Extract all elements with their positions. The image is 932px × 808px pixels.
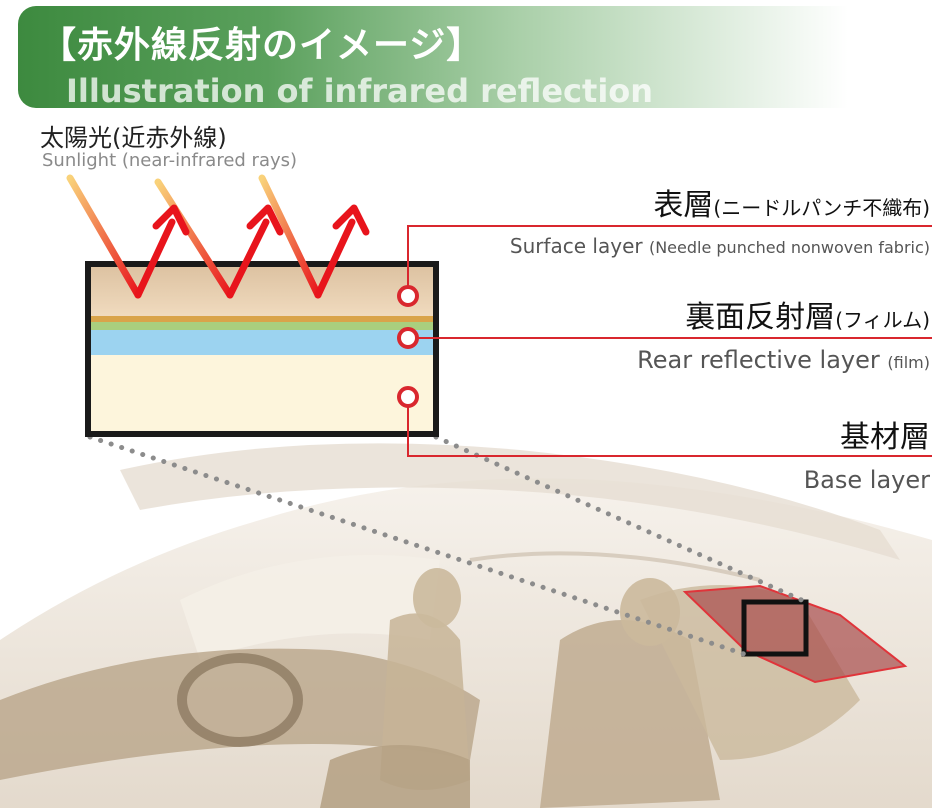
surface-layer-label-en: Surface layer (Needle punched nonwoven f… <box>509 234 930 258</box>
base-layer-label-jp: 基材層 <box>840 420 930 455</box>
surface-transition-band <box>88 316 436 323</box>
base-layer-marker <box>397 386 419 408</box>
zoom-lines <box>87 434 809 657</box>
reflective-layer-label-jp: 裏面反射層(フィルム) <box>685 300 930 335</box>
leader-lines <box>407 225 932 457</box>
title-japanese: 【赤外線反射のイメージ】 <box>40 25 484 66</box>
sunlight-label-en: Sunlight (near-infrared rays) <box>42 150 298 171</box>
zoom-focus-box <box>741 599 809 657</box>
surface-layer-marker <box>397 285 419 307</box>
sunlight-label-jp: 太陽光(近赤外線) <box>40 124 227 152</box>
reflective-layer-band <box>88 330 436 355</box>
surface-green-band <box>88 322 436 330</box>
reflective-layer-label-en: Rear reflective layer (film) <box>637 346 930 374</box>
reflective-layer-marker <box>397 327 419 349</box>
title-english: Illustration of infrared reflection <box>66 72 654 110</box>
title-banner: 【赤外線反射のイメージ】 Illustration of infrared re… <box>18 6 848 110</box>
infrared-rays <box>66 174 370 299</box>
car-interior-illustration <box>0 443 932 808</box>
base-layer-band <box>88 355 436 434</box>
base-layer-label-en: Base layer <box>803 466 930 494</box>
surface-layer-label-jp: 表層(ニードルパンチ不織布) <box>653 188 930 223</box>
